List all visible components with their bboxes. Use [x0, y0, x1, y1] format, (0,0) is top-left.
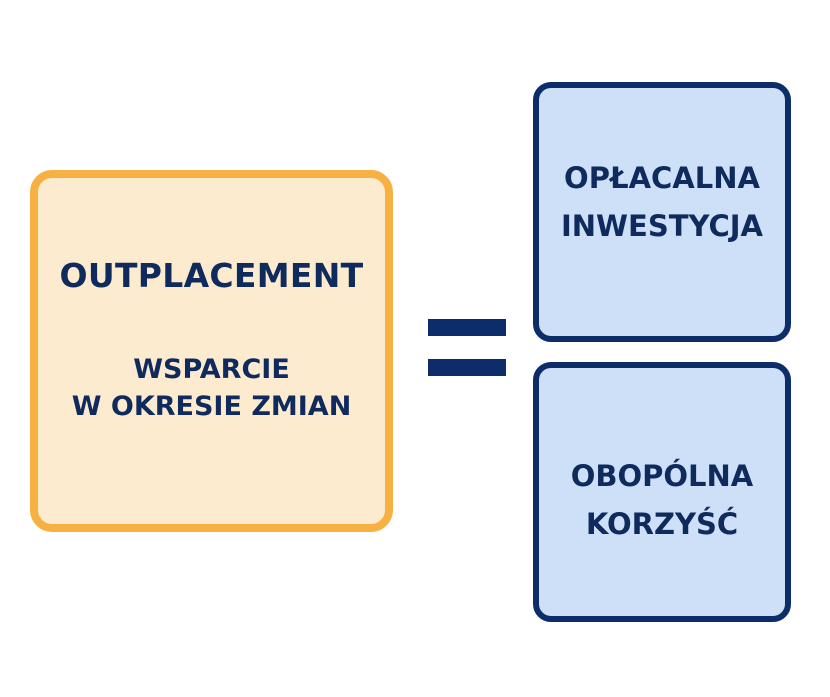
- subtitle-line-2: W OKRESIE ZMIAN: [71, 390, 352, 422]
- equals-bottom-bar: [428, 359, 506, 376]
- outplacement-subtitle: WSPARCIE W OKRESIE ZMIAN: [72, 351, 352, 425]
- mutual-benefit-line-2: KORZYŚĆ: [585, 507, 739, 541]
- profitable-investment-box: OPŁACALNA INWESTYCJA: [533, 82, 791, 342]
- outplacement-box: OUTPLACEMENT WSPARCIE W OKRESIE ZMIAN: [30, 170, 393, 532]
- equals-top-bar: [428, 319, 506, 336]
- outplacement-title: OUTPLACEMENT: [59, 255, 364, 295]
- subtitle-line-1: WSPARCIE: [133, 353, 290, 385]
- mutual-benefit-line-1: OBOPÓLNA: [570, 459, 754, 493]
- mutual-benefit-box: OBOPÓLNA KORZYŚĆ: [533, 362, 791, 622]
- equals-sign-icon: [428, 319, 506, 376]
- profitable-investment-line-1: OPŁACALNA: [564, 161, 760, 195]
- profitable-investment-line-2: INWESTYCJA: [560, 209, 763, 243]
